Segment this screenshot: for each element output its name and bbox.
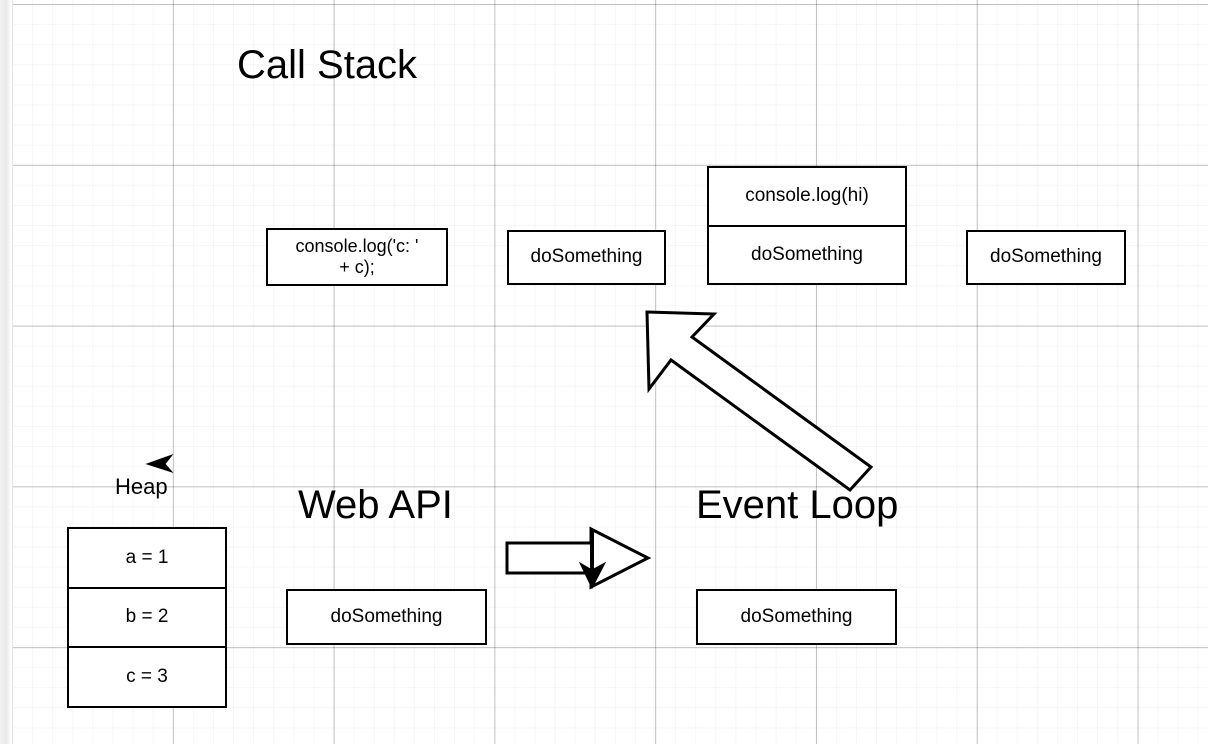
call-stack-frame[interactable]: console.log('c: ' + c); xyxy=(268,230,446,284)
call-stack-snapshot-3[interactable]: console.log(hi) doSomething xyxy=(707,166,907,285)
heap-variables-box[interactable]: a = 1 b = 2 c = 3 xyxy=(67,527,227,708)
heap-variable-row[interactable]: b = 2 xyxy=(69,586,225,647)
canvas-left-gutter xyxy=(0,0,13,744)
call-stack-frame[interactable]: doSomething xyxy=(968,232,1124,283)
event-loop-title: Event Loop xyxy=(696,483,899,527)
arrow-cursor-left-icon xyxy=(145,453,174,474)
call-stack-title: Call Stack xyxy=(237,43,418,87)
heap-label: Heap xyxy=(115,474,168,499)
web-api-task-box[interactable]: doSomething xyxy=(286,589,487,645)
call-stack-snapshot-2[interactable]: doSomething xyxy=(507,230,666,285)
call-stack-frame[interactable]: doSomething xyxy=(509,232,664,283)
heap-variable-row[interactable]: a = 1 xyxy=(69,529,225,587)
call-stack-frame[interactable]: console.log(hi) xyxy=(709,168,905,225)
web-api-to-event-loop-arrow[interactable] xyxy=(505,526,652,590)
web-api-title: Web API xyxy=(298,483,453,527)
web-api-to-event-loop-down-marker[interactable] xyxy=(578,529,607,590)
call-stack-snapshot-4[interactable]: doSomething xyxy=(966,230,1126,285)
event-loop-queue-box[interactable]: doSomething xyxy=(696,589,897,645)
callback-queue-to-call-stack-arrow[interactable] xyxy=(645,310,874,493)
heap-variable-row[interactable]: c = 3 xyxy=(69,646,225,707)
call-stack-frame[interactable]: doSomething xyxy=(709,224,905,283)
call-stack-snapshot-1[interactable]: console.log('c: ' + c); xyxy=(266,228,448,286)
